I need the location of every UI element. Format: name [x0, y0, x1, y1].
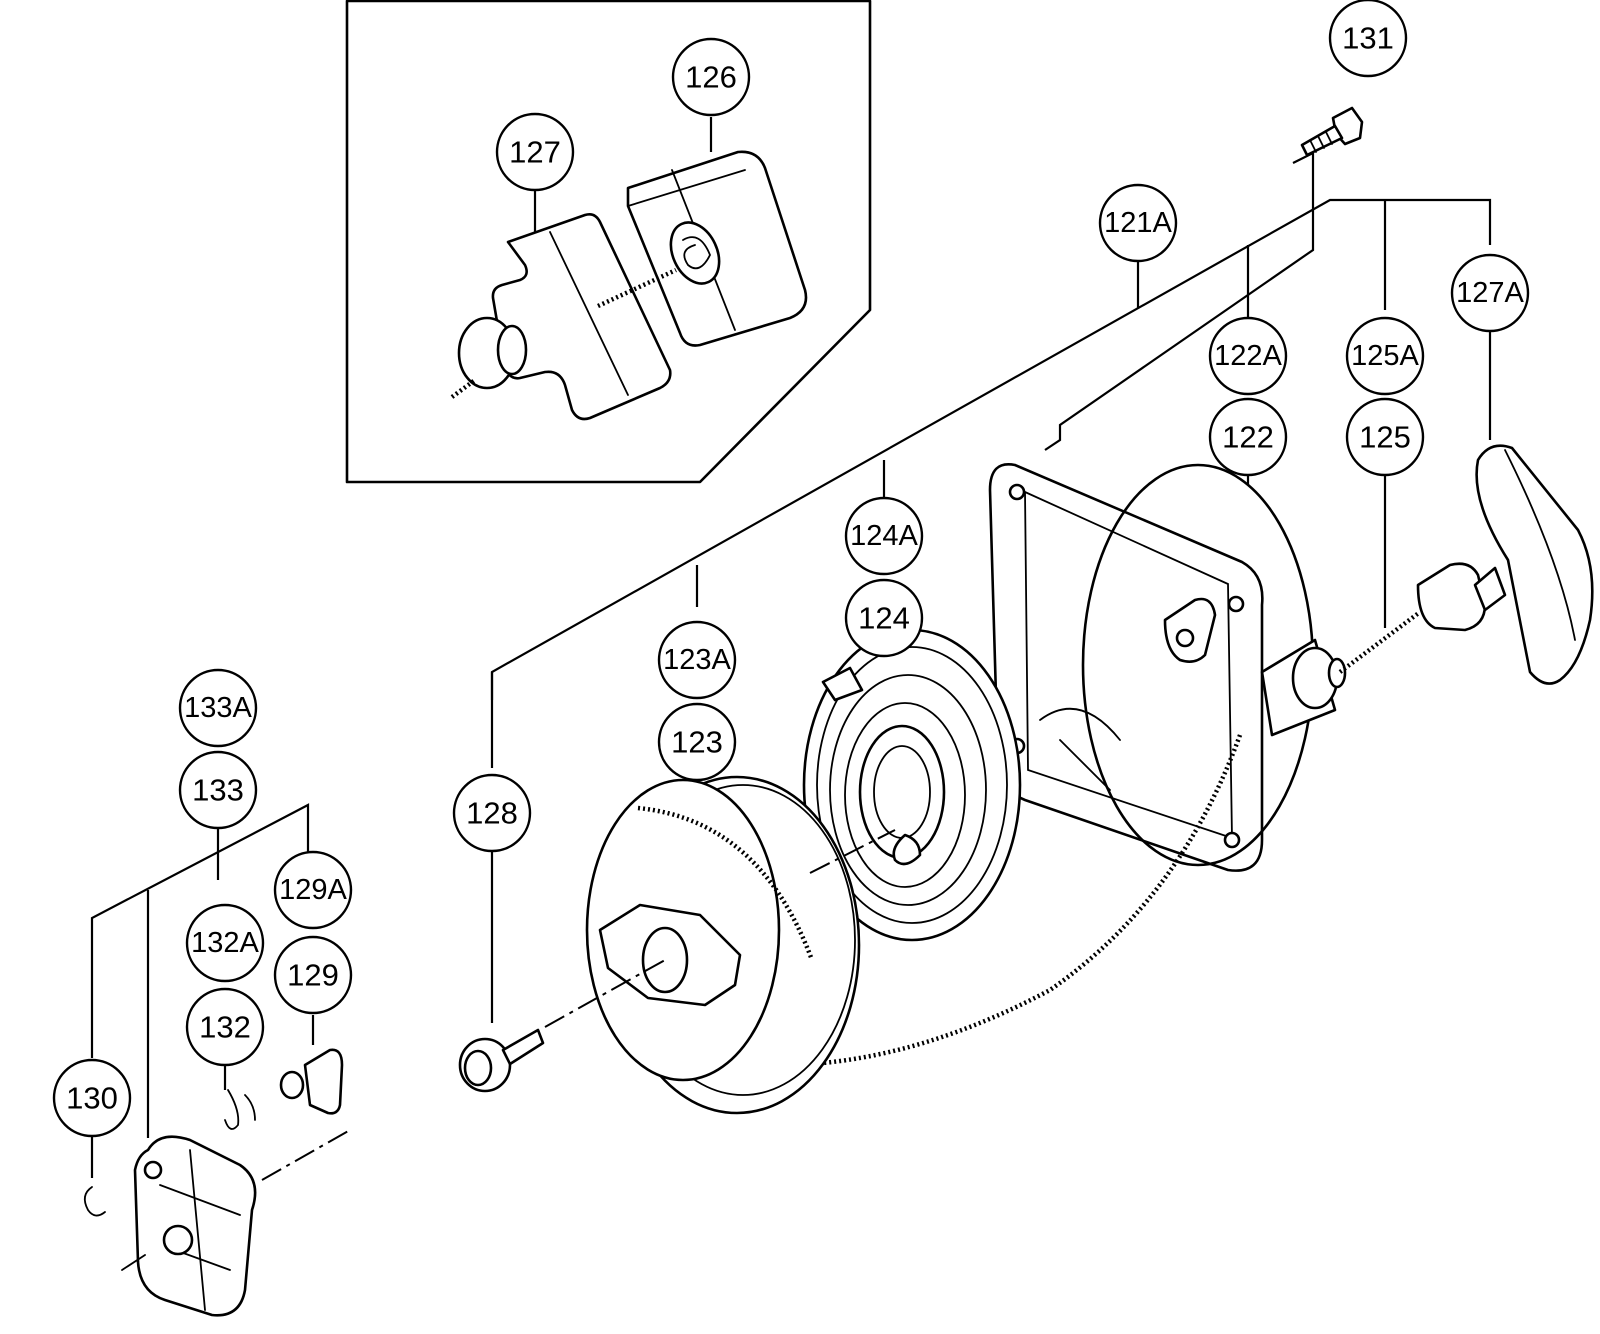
callout-125-label: 125: [1359, 420, 1411, 455]
callout-126-label: 126: [685, 60, 737, 95]
callout-130-label: 130: [66, 1081, 118, 1116]
reel-pulley-part: [585, 775, 861, 1115]
callout-124: 124: [844, 578, 924, 658]
rope-handle-part: [759, 444, 1594, 1068]
callout-124A: 124A: [844, 496, 924, 576]
callout-121A: 121A: [1098, 183, 1178, 263]
assembly-axis-line: [544, 829, 896, 1028]
callout-124-label: 124: [858, 601, 910, 636]
callout-123A: 123A: [657, 620, 737, 700]
callout-123A-label: 123A: [663, 644, 731, 676]
callout-130: 130: [52, 1058, 132, 1138]
callout-132A: 132A: [185, 903, 265, 983]
handle-grip-part: [626, 150, 808, 347]
callout-126: 126: [671, 37, 751, 117]
callout-129-label: 129: [287, 958, 339, 993]
callout-125A-label: 125A: [1351, 340, 1419, 372]
pawl-part: [279, 1048, 344, 1115]
callout-128-label: 128: [466, 796, 518, 831]
callout-128: 128: [452, 773, 532, 853]
callout-122-label: 122: [1222, 420, 1274, 455]
callout-133-label: 133: [192, 773, 244, 808]
spring-clip-part: [224, 1089, 256, 1130]
callout-131: 131: [1328, 0, 1408, 78]
inset-detail: [345, 0, 872, 484]
callout-123-label: 123: [671, 725, 723, 760]
callout-122A-label: 122A: [1214, 340, 1282, 372]
callout-122A: 122A: [1208, 316, 1288, 396]
e-ring-part: [83, 1186, 106, 1217]
callout-133A-label: 133A: [184, 692, 252, 724]
center-screw-part: [458, 1028, 545, 1093]
starter-housing-part: [988, 463, 1337, 872]
callout-132: 132: [185, 987, 265, 1067]
callout-127-label: 127: [509, 135, 561, 170]
leader-lines: [90, 117, 1492, 1178]
callout-129A: 129A: [273, 850, 353, 930]
callout-127A-label: 127A: [1456, 277, 1524, 309]
recoil-spring-part: [802, 628, 1022, 942]
callout-132A-label: 132A: [191, 927, 259, 959]
callout-125A: 125A: [1345, 316, 1425, 396]
callout-121A-label: 121A: [1104, 207, 1172, 239]
ratchet-cover-part: [121, 1135, 257, 1317]
callout-129: 129: [273, 935, 353, 1015]
callouts: 131 126 127 121A 127A 122A 125A 122: [52, 0, 1530, 1138]
callout-125: 125: [1345, 397, 1425, 477]
callout-127A: 127A: [1450, 253, 1530, 333]
callout-133: 133: [178, 750, 258, 830]
callout-123: 123: [657, 702, 737, 782]
callout-133A: 133A: [178, 668, 258, 748]
inset-frame: [345, 0, 872, 484]
handle-insert-part: [450, 213, 677, 421]
callout-132-label: 132: [199, 1010, 251, 1045]
callout-122: 122: [1208, 397, 1288, 477]
pawl-axis-line: [261, 1129, 351, 1181]
callout-124A-label: 124A: [850, 520, 918, 552]
callout-127: 127: [495, 112, 575, 192]
callout-129A-label: 129A: [279, 874, 347, 906]
callout-131-label: 131: [1342, 21, 1394, 56]
screw-part: [1300, 106, 1364, 157]
